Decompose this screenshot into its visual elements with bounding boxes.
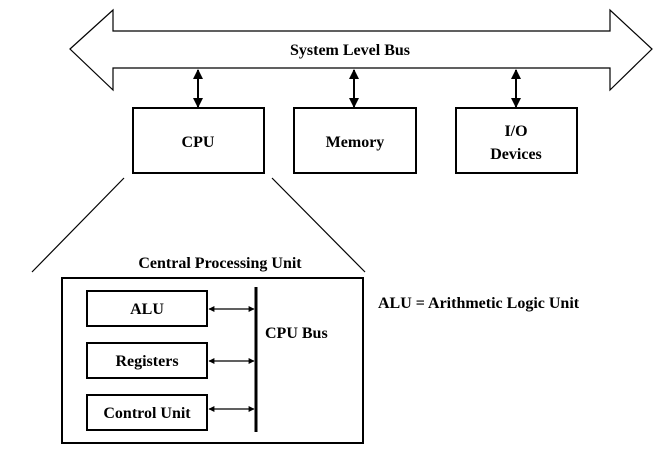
alu-definition-legend: ALU = Arithmetic Logic Unit xyxy=(378,295,580,312)
system-bus-label: System Level Bus xyxy=(290,42,410,59)
memory-label: Memory xyxy=(326,134,385,151)
zoom-line-right xyxy=(271,177,366,273)
io-label-line1: I/O xyxy=(504,123,527,140)
io-label-line2: Devices xyxy=(490,146,542,163)
cpu-bus-label: CPU Bus xyxy=(265,325,328,342)
cpu-label: CPU xyxy=(182,134,215,151)
system-bus-arrow xyxy=(69,8,653,92)
alu-box xyxy=(86,290,208,327)
registers-label: Registers xyxy=(115,353,178,370)
memory-box xyxy=(293,107,417,174)
cpu-box xyxy=(132,107,265,174)
zoom-line-left xyxy=(31,177,125,273)
cpu-detail-title: Central Processing Unit xyxy=(138,255,302,272)
io-devices-box xyxy=(455,107,578,174)
control-unit-box xyxy=(86,394,208,431)
control-unit-label: Control Unit xyxy=(103,405,191,422)
alu-label: ALU xyxy=(130,301,164,318)
registers-box xyxy=(86,342,208,379)
